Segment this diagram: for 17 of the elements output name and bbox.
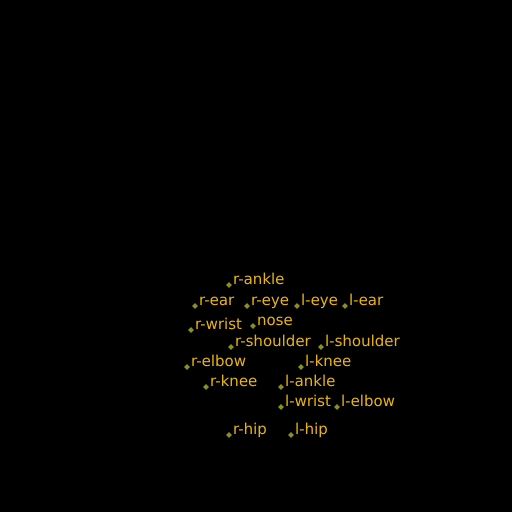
keypoint-label: nose [256, 312, 293, 328]
keypoint-label: r-wrist [194, 316, 242, 332]
keypoint-label: r-ear [198, 292, 234, 308]
keypoint-label: l-hip [294, 421, 328, 437]
keypoint-label: r-elbow [190, 353, 246, 369]
keypoint-label: l-elbow [340, 393, 395, 409]
keypoint-label: l-shoulder [324, 333, 400, 349]
keypoint-label: l-eye [300, 292, 338, 308]
keypoint-label: r-knee [209, 373, 258, 389]
keypoint-label: l-ankle [284, 373, 336, 389]
keypoint-label: l-ear [348, 292, 384, 308]
keypoint-label: l-knee [304, 353, 352, 369]
keypoint-label: r-ankle [232, 271, 284, 287]
keypoint-label: r-shoulder [234, 333, 311, 349]
keypoint-label: l-wrist [284, 393, 331, 409]
keypoint-label: r-hip [232, 421, 267, 437]
keypoint-label: r-eye [250, 292, 289, 308]
